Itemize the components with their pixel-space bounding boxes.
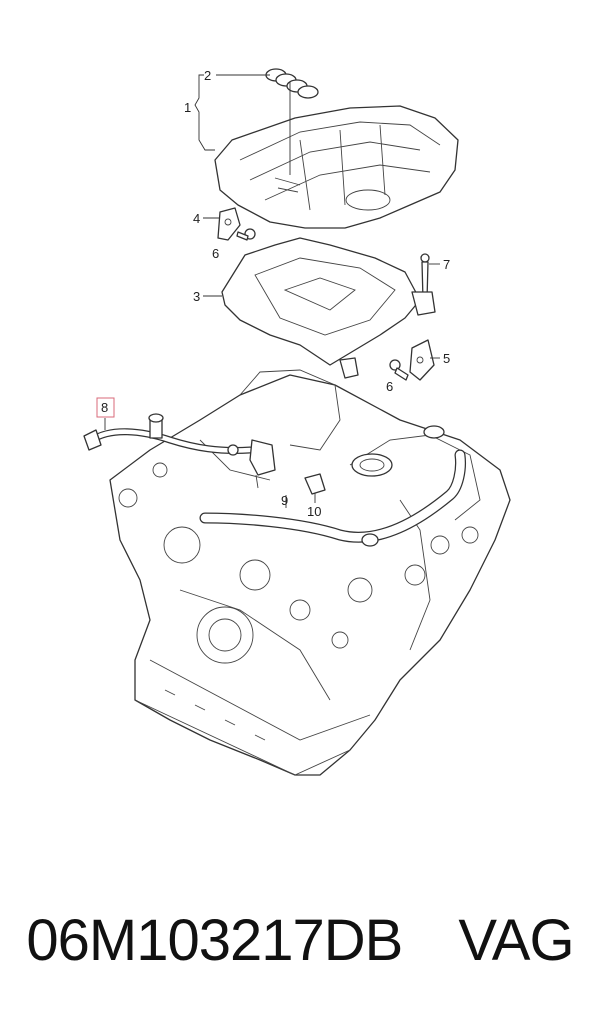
callout-8-highlight-box: [96, 397, 115, 418]
callouts: 2 1 4 6 3 7 5 6 8 9 10: [96, 68, 450, 519]
callout-2: 2: [204, 68, 211, 83]
callout-5: 5: [443, 351, 450, 366]
part-8-breather-hose: [83, 413, 276, 489]
callout-10: 10: [307, 504, 321, 519]
brand-name: VAG: [458, 907, 574, 973]
callout-6-a: 6: [212, 246, 219, 261]
callout-8: 8: [101, 400, 108, 415]
callout-3: 3: [193, 289, 200, 304]
part-7-stud: [411, 253, 436, 316]
part-10-clip: [304, 473, 326, 495]
callout-7: 7: [443, 257, 450, 272]
exploded-parts-diagram: 2 1 4 6 3 7 5 6 8 9 10: [83, 68, 511, 776]
callout-1: 1: [184, 100, 191, 115]
part-caption: 06M103217DB VAG: [0, 900, 600, 980]
part-6-bolt-a: [236, 228, 256, 241]
part-9-pipe: [199, 449, 466, 547]
engine-block: [109, 369, 511, 776]
part-number: 06M103217DB: [26, 907, 403, 973]
part-2-rings: [265, 68, 319, 99]
part-5-bracket: [409, 339, 435, 381]
part-6-bolt-b: [389, 359, 409, 381]
leader-lines: [104, 74, 440, 508]
part-3-cover-plate: [221, 237, 421, 379]
callout-6-b: 6: [386, 379, 393, 394]
part-1-engine-cover: [214, 105, 459, 229]
callout-4: 4: [193, 211, 200, 226]
callout-9: 9: [281, 493, 288, 508]
part-4-bracket: [217, 207, 241, 241]
